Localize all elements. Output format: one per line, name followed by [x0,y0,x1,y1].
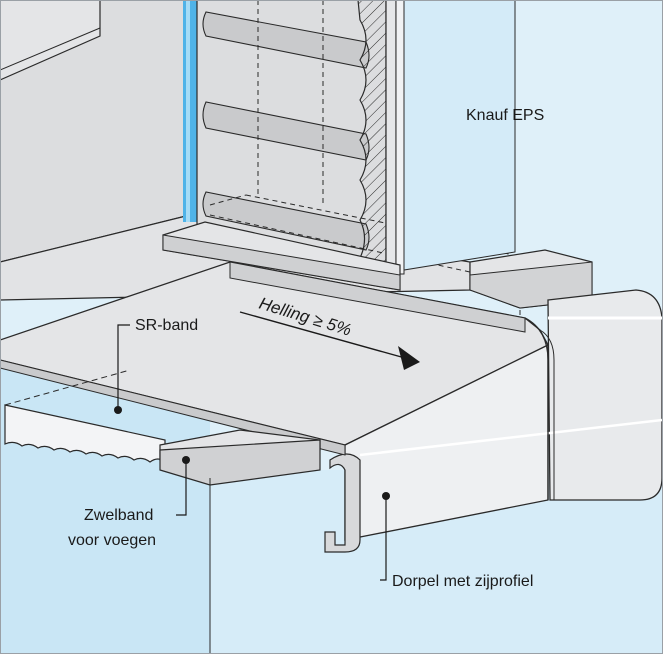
side-profile-bend [524,317,549,500]
drip-edge [324,453,361,553]
sr-band [4,404,166,464]
eps-panel [403,0,516,271]
cavity-board [385,0,397,273]
sill-upstand [229,261,526,333]
arrow-right-down-icon [239,311,420,370]
label-sr-band: SR-band [135,317,198,334]
side-profile-bend-inner [539,329,555,500]
label-knauf-eps: Knauf EPS [466,107,544,124]
dot-marker-icon [182,456,190,464]
frame-edge-line [0,27,101,71]
cavity-board-outer [395,0,405,275]
leader-lines [117,324,387,581]
label-swell-band-2: voor voegen [68,532,156,549]
sill-bottom-edge [0,359,346,456]
dot-marker-icon [114,406,122,414]
swell-band-front [159,439,321,486]
inner-sill-edge [162,234,401,291]
sr-band-hidden-edge [4,369,131,406]
hatched-cavity [357,0,387,271]
label-swell-band-1: Zwelband [84,507,153,524]
label-sill: Dorpel met zijprofiel [392,573,533,590]
masonry-joints [202,11,370,251]
side-profile-cap [547,289,663,501]
blue-seal-highlight [186,0,190,222]
dot-marker-icon [382,492,390,500]
front-highlight [359,418,663,457]
